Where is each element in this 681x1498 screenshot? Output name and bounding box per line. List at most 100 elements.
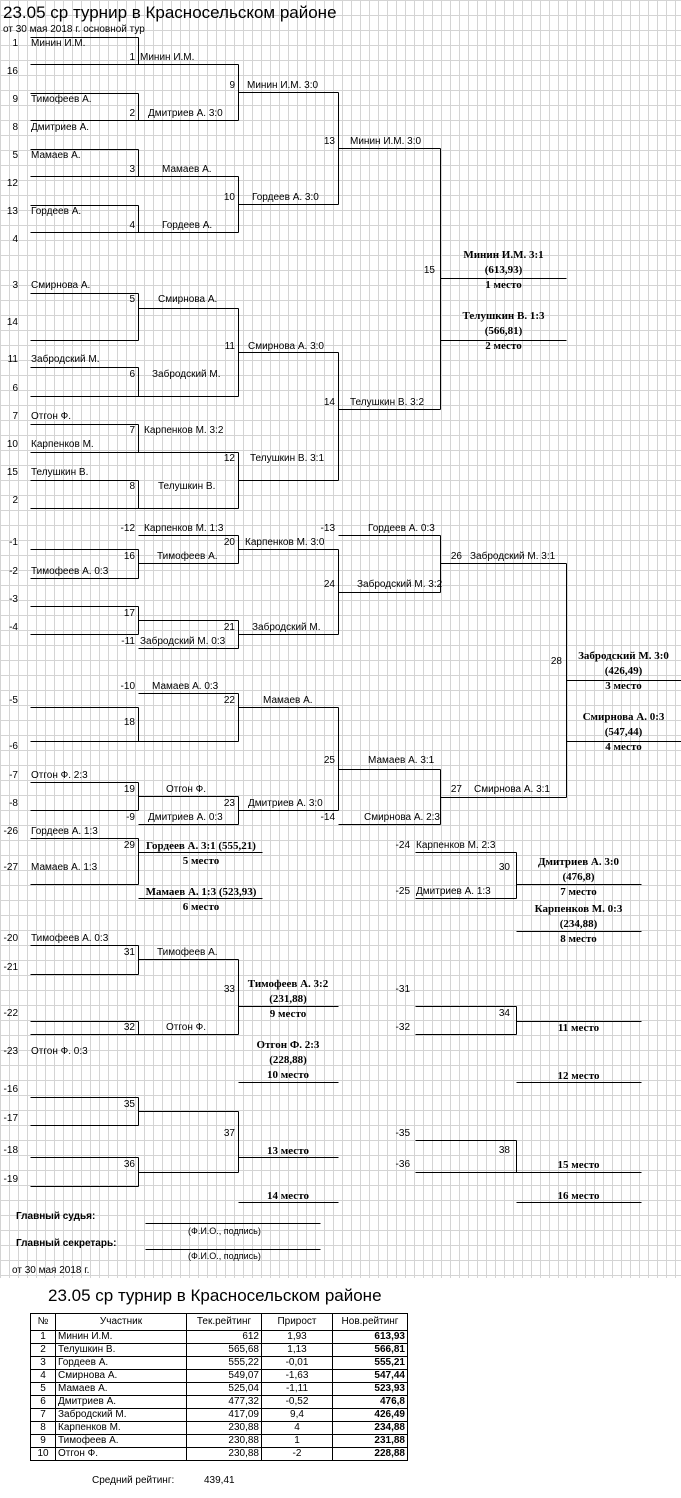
table-cell: Тимофеев А.	[55, 1434, 187, 1448]
match-number: 6	[129, 369, 135, 380]
match-number: 30	[498, 862, 510, 873]
seed-player: Отгон Ф.	[31, 411, 72, 422]
match-number: 1	[129, 52, 135, 63]
place-line: Смирнова А. 0:3	[582, 711, 665, 723]
spreadsheet-grid	[0, 0, 681, 1278]
seed-number: 4	[12, 234, 18, 245]
judge-sign-hint: (Ф.И.О., подпись)	[188, 1226, 261, 1236]
match-result: Мамаев А.	[162, 164, 212, 175]
seed-number: 8	[12, 122, 18, 133]
table-cell: Дмитриев А.	[55, 1395, 187, 1409]
table-cell: 525,04	[186, 1382, 262, 1396]
seed-player: Гордеев А. 1:3	[31, 826, 98, 837]
place-line: (566,81)	[484, 325, 523, 337]
seed-number: -5	[9, 695, 18, 706]
page-title: 23.05 ср турнир в Красносельском районе	[3, 3, 337, 22]
match-result: Забродский М. 0:3	[140, 636, 226, 647]
match-result: Смирнова А.	[158, 294, 218, 305]
match-result: Дмитриев А. 0:3	[148, 812, 223, 823]
bracket-lines	[30, 37, 681, 1250]
seed-player: Тимофеев А. 0:3	[31, 566, 109, 577]
match-result: Смирнова А. 2:3	[364, 812, 440, 823]
table-cell: Гордеев А.	[55, 1356, 187, 1370]
seed-player: Телушкин В.	[31, 467, 89, 478]
judge-label: Главный судья:	[16, 1211, 96, 1222]
match-number: 37	[223, 1128, 235, 1139]
table-cell: 9,4	[261, 1408, 333, 1422]
place-line: Телушкин В. 1:3	[462, 310, 545, 322]
place-line: 14 место	[267, 1190, 309, 1202]
seed-number: -2	[9, 566, 18, 577]
place-line: 5 место	[182, 855, 220, 867]
table-cell: 1	[30, 1330, 56, 1344]
seed-number: 12	[6, 178, 18, 189]
col-current-rating: Тек.рейтинг	[186, 1313, 262, 1331]
table-cell: Карпенков М.	[55, 1421, 187, 1435]
match-number: 5	[129, 294, 135, 305]
table-cell: 613,93	[332, 1330, 408, 1344]
place-line: (547,44)	[604, 726, 643, 738]
rating-table-header: № Участник Тек.рейтинг Прирост Нов.рейти…	[30, 1313, 408, 1331]
secretary-label: Главный секретарь:	[16, 1238, 117, 1249]
col-num: №	[30, 1313, 56, 1331]
match-number: 21	[223, 622, 235, 633]
seed-player: Отгон Ф. 0:3	[31, 1046, 88, 1057]
seed-player: Тимофеев А.	[31, 94, 92, 105]
seed-number: -22	[3, 1008, 18, 1019]
match-result: Гордеев А.	[162, 220, 213, 231]
table-cell: 555,22	[186, 1356, 262, 1370]
place-line: 2 место	[485, 340, 522, 352]
col-new-rating: Нов.рейтинг	[332, 1313, 408, 1331]
table-cell: 3	[30, 1356, 56, 1370]
seed-player: Дмитриев А.	[31, 122, 90, 133]
match-result: Отгон Ф.	[166, 1022, 207, 1033]
seed-number: -18	[3, 1145, 18, 1156]
table-cell: 4	[30, 1369, 56, 1383]
match-number: 34	[498, 1008, 510, 1019]
table-cell: 4	[261, 1421, 333, 1435]
seed-number: -21	[3, 962, 18, 973]
match-result: Карпенков М. 3:2	[144, 425, 224, 436]
table-cell: 5	[30, 1382, 56, 1396]
match-number: -25	[395, 886, 410, 897]
match-number: 2	[129, 108, 135, 119]
match-number: 4	[129, 220, 135, 231]
table-cell: Смирнова А.	[55, 1369, 187, 1383]
match-result: Дмитриев А. 3:0	[148, 108, 223, 119]
seed-player: Карпенков М.	[31, 439, 94, 450]
table-cell: 565,68	[186, 1343, 262, 1357]
match-number: 26	[450, 551, 462, 562]
match-number: 25	[323, 755, 335, 766]
col-participant: Участник	[55, 1313, 187, 1331]
table-cell: 9	[30, 1434, 56, 1448]
seed-number: -8	[9, 798, 18, 809]
match-number: 9	[229, 80, 235, 91]
match-number: -31	[395, 984, 410, 995]
seed-number: 9	[12, 94, 18, 105]
place-line: 16 место	[557, 1190, 600, 1202]
seed-number: -16	[3, 1084, 18, 1095]
match-number: 7	[129, 425, 135, 436]
match-number: 20	[223, 537, 235, 548]
seed-number: 3	[12, 280, 18, 291]
match-number: -11	[121, 636, 135, 647]
match-number: -12	[120, 523, 135, 534]
table-cell: 228,88	[332, 1447, 408, 1461]
table-cell: -2	[261, 1447, 333, 1461]
seed-number: 11	[7, 354, 18, 365]
table-cell: Мамаев А.	[55, 1382, 187, 1396]
seed-number: 1	[12, 38, 18, 49]
place-line: (228,88)	[269, 1054, 307, 1066]
match-number: -36	[395, 1159, 410, 1170]
seed-number: 5	[12, 150, 18, 161]
avg-rating-value: 439,41	[204, 1475, 235, 1486]
match-result: Мамаев А. 0:3	[152, 681, 219, 692]
seed-number: 7	[12, 411, 18, 422]
table-cell: 547,44	[332, 1369, 408, 1383]
match-number: 24	[323, 579, 335, 590]
place-line: 13 место	[267, 1145, 309, 1157]
